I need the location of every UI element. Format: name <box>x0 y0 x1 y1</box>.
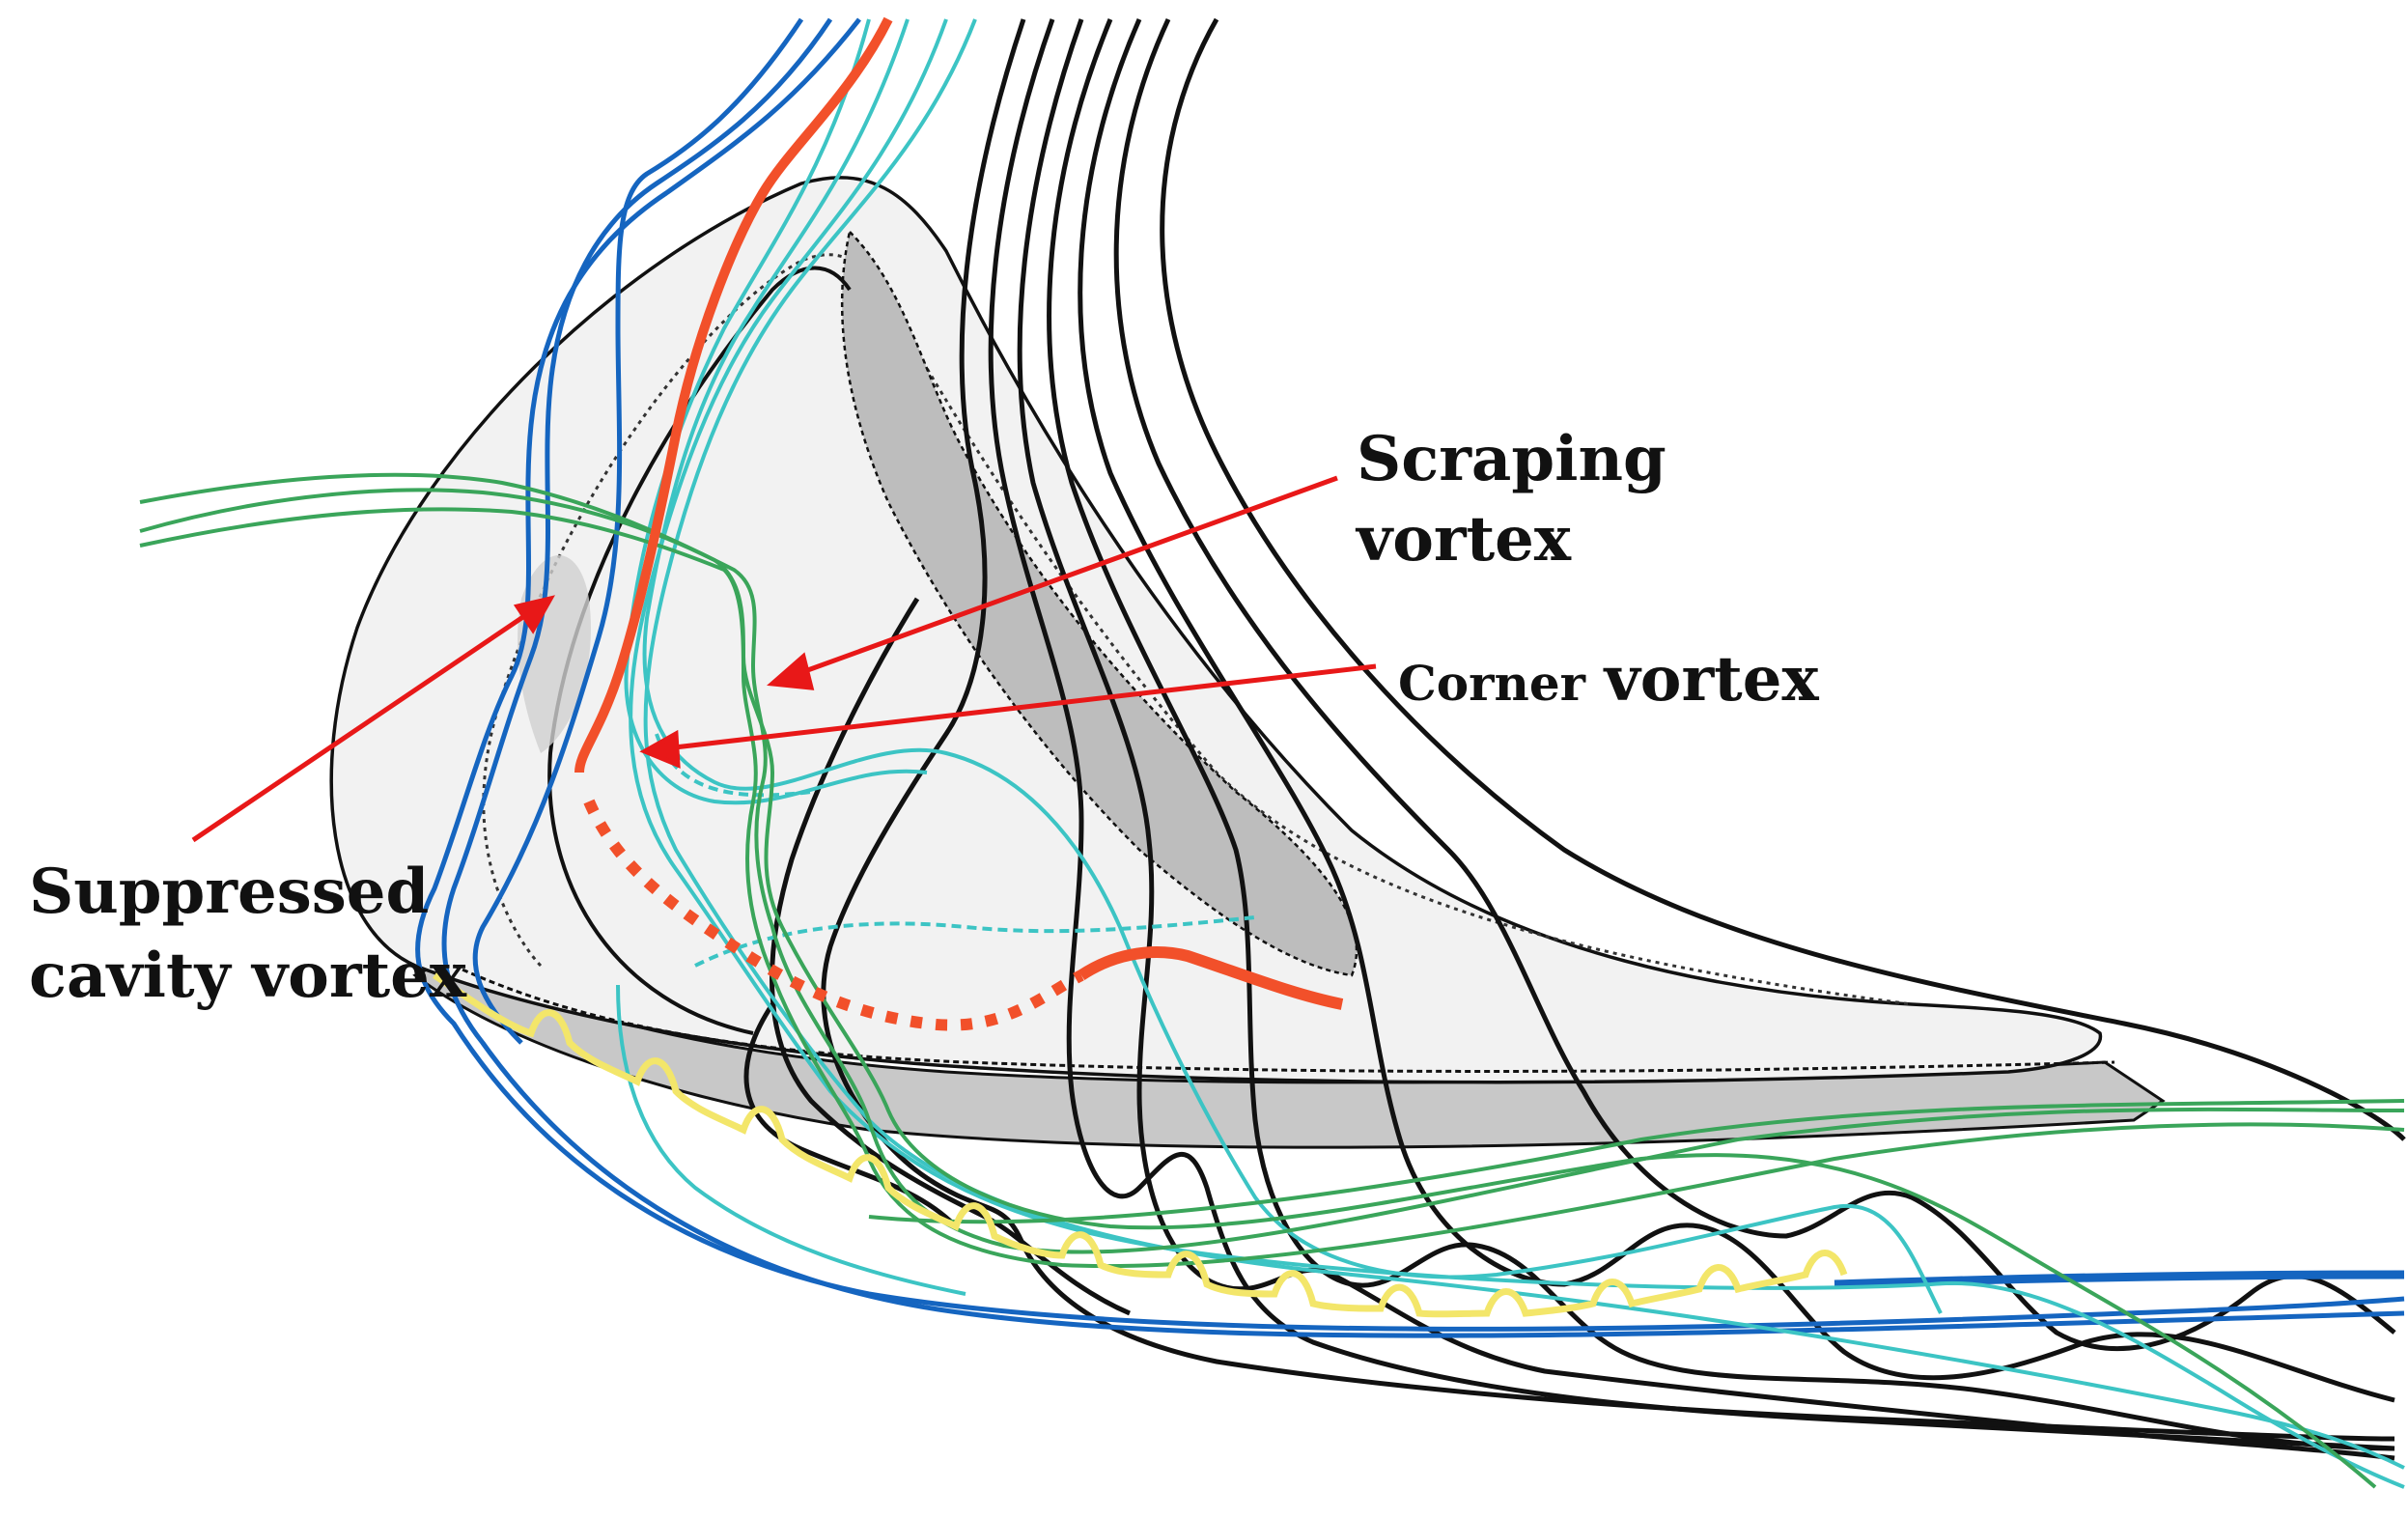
corner-vortex-label-part2: vortex <box>1603 643 1820 716</box>
cyan-streamline <box>642 18 1943 1314</box>
annotation-arrows <box>191 475 1377 843</box>
scraping-vortex-label-line1: Scraping <box>1357 423 1666 495</box>
corner-vortex-label: Corner vortex <box>1398 643 1819 716</box>
yellow-streamline <box>433 972 1848 1318</box>
suppressed-cavity-vortex-arrow-shaft <box>191 605 538 843</box>
orange-streamline <box>1078 946 1344 1010</box>
black-streamline <box>1160 17 2406 1141</box>
orange-streamline-group <box>574 16 1344 1031</box>
corner-vortex-label-part1: Corner <box>1398 655 1586 712</box>
blue-streamline <box>441 17 2405 1338</box>
blade-tip-geometry <box>329 176 2166 1149</box>
yellow-streamline-group <box>433 972 1848 1318</box>
black-streamline <box>1078 17 2395 1403</box>
cyan-streamline <box>694 915 1256 968</box>
corner-vortex-arrowhead <box>639 729 681 769</box>
blue-streamline <box>1834 1270 2405 1289</box>
blue-streamline <box>472 17 804 1045</box>
cyan-streamline <box>643 18 2405 1470</box>
scraping-vortex-arrow-shaft <box>791 475 1338 679</box>
suppressed-cavity-vortex-arrowhead <box>513 595 555 634</box>
corner-vortex-arrow-shaft <box>665 663 1377 751</box>
orange-streamline <box>574 16 893 773</box>
scraping-vortex-arrowhead <box>767 652 815 690</box>
black-streamline <box>743 1002 958 1228</box>
black-streamline <box>770 597 1131 1316</box>
black-streamline <box>1113 17 2396 1352</box>
green-streamline <box>139 488 2377 1489</box>
orange-streamline-dashed <box>583 799 1084 1031</box>
cyan-streamline <box>629 18 2405 1489</box>
green-streamline <box>868 1099 2405 1224</box>
green-streamline <box>139 507 2405 1269</box>
black-streamline <box>821 18 2395 1442</box>
suppressed-cavity-vortex-label-line1: Suppressed <box>29 856 429 928</box>
suppressed-cavity-vortex-label-line2: cavity vortex <box>29 940 467 1012</box>
blue-streamlines <box>415 17 2405 1338</box>
blade-tip-outline <box>329 176 2103 1084</box>
cyan-streamline <box>616 984 966 1296</box>
scraping-vortex-label-line2: vortex <box>1355 503 1572 576</box>
labels: Scraping vortex Corner vortex Suppressed… <box>29 423 1819 1012</box>
